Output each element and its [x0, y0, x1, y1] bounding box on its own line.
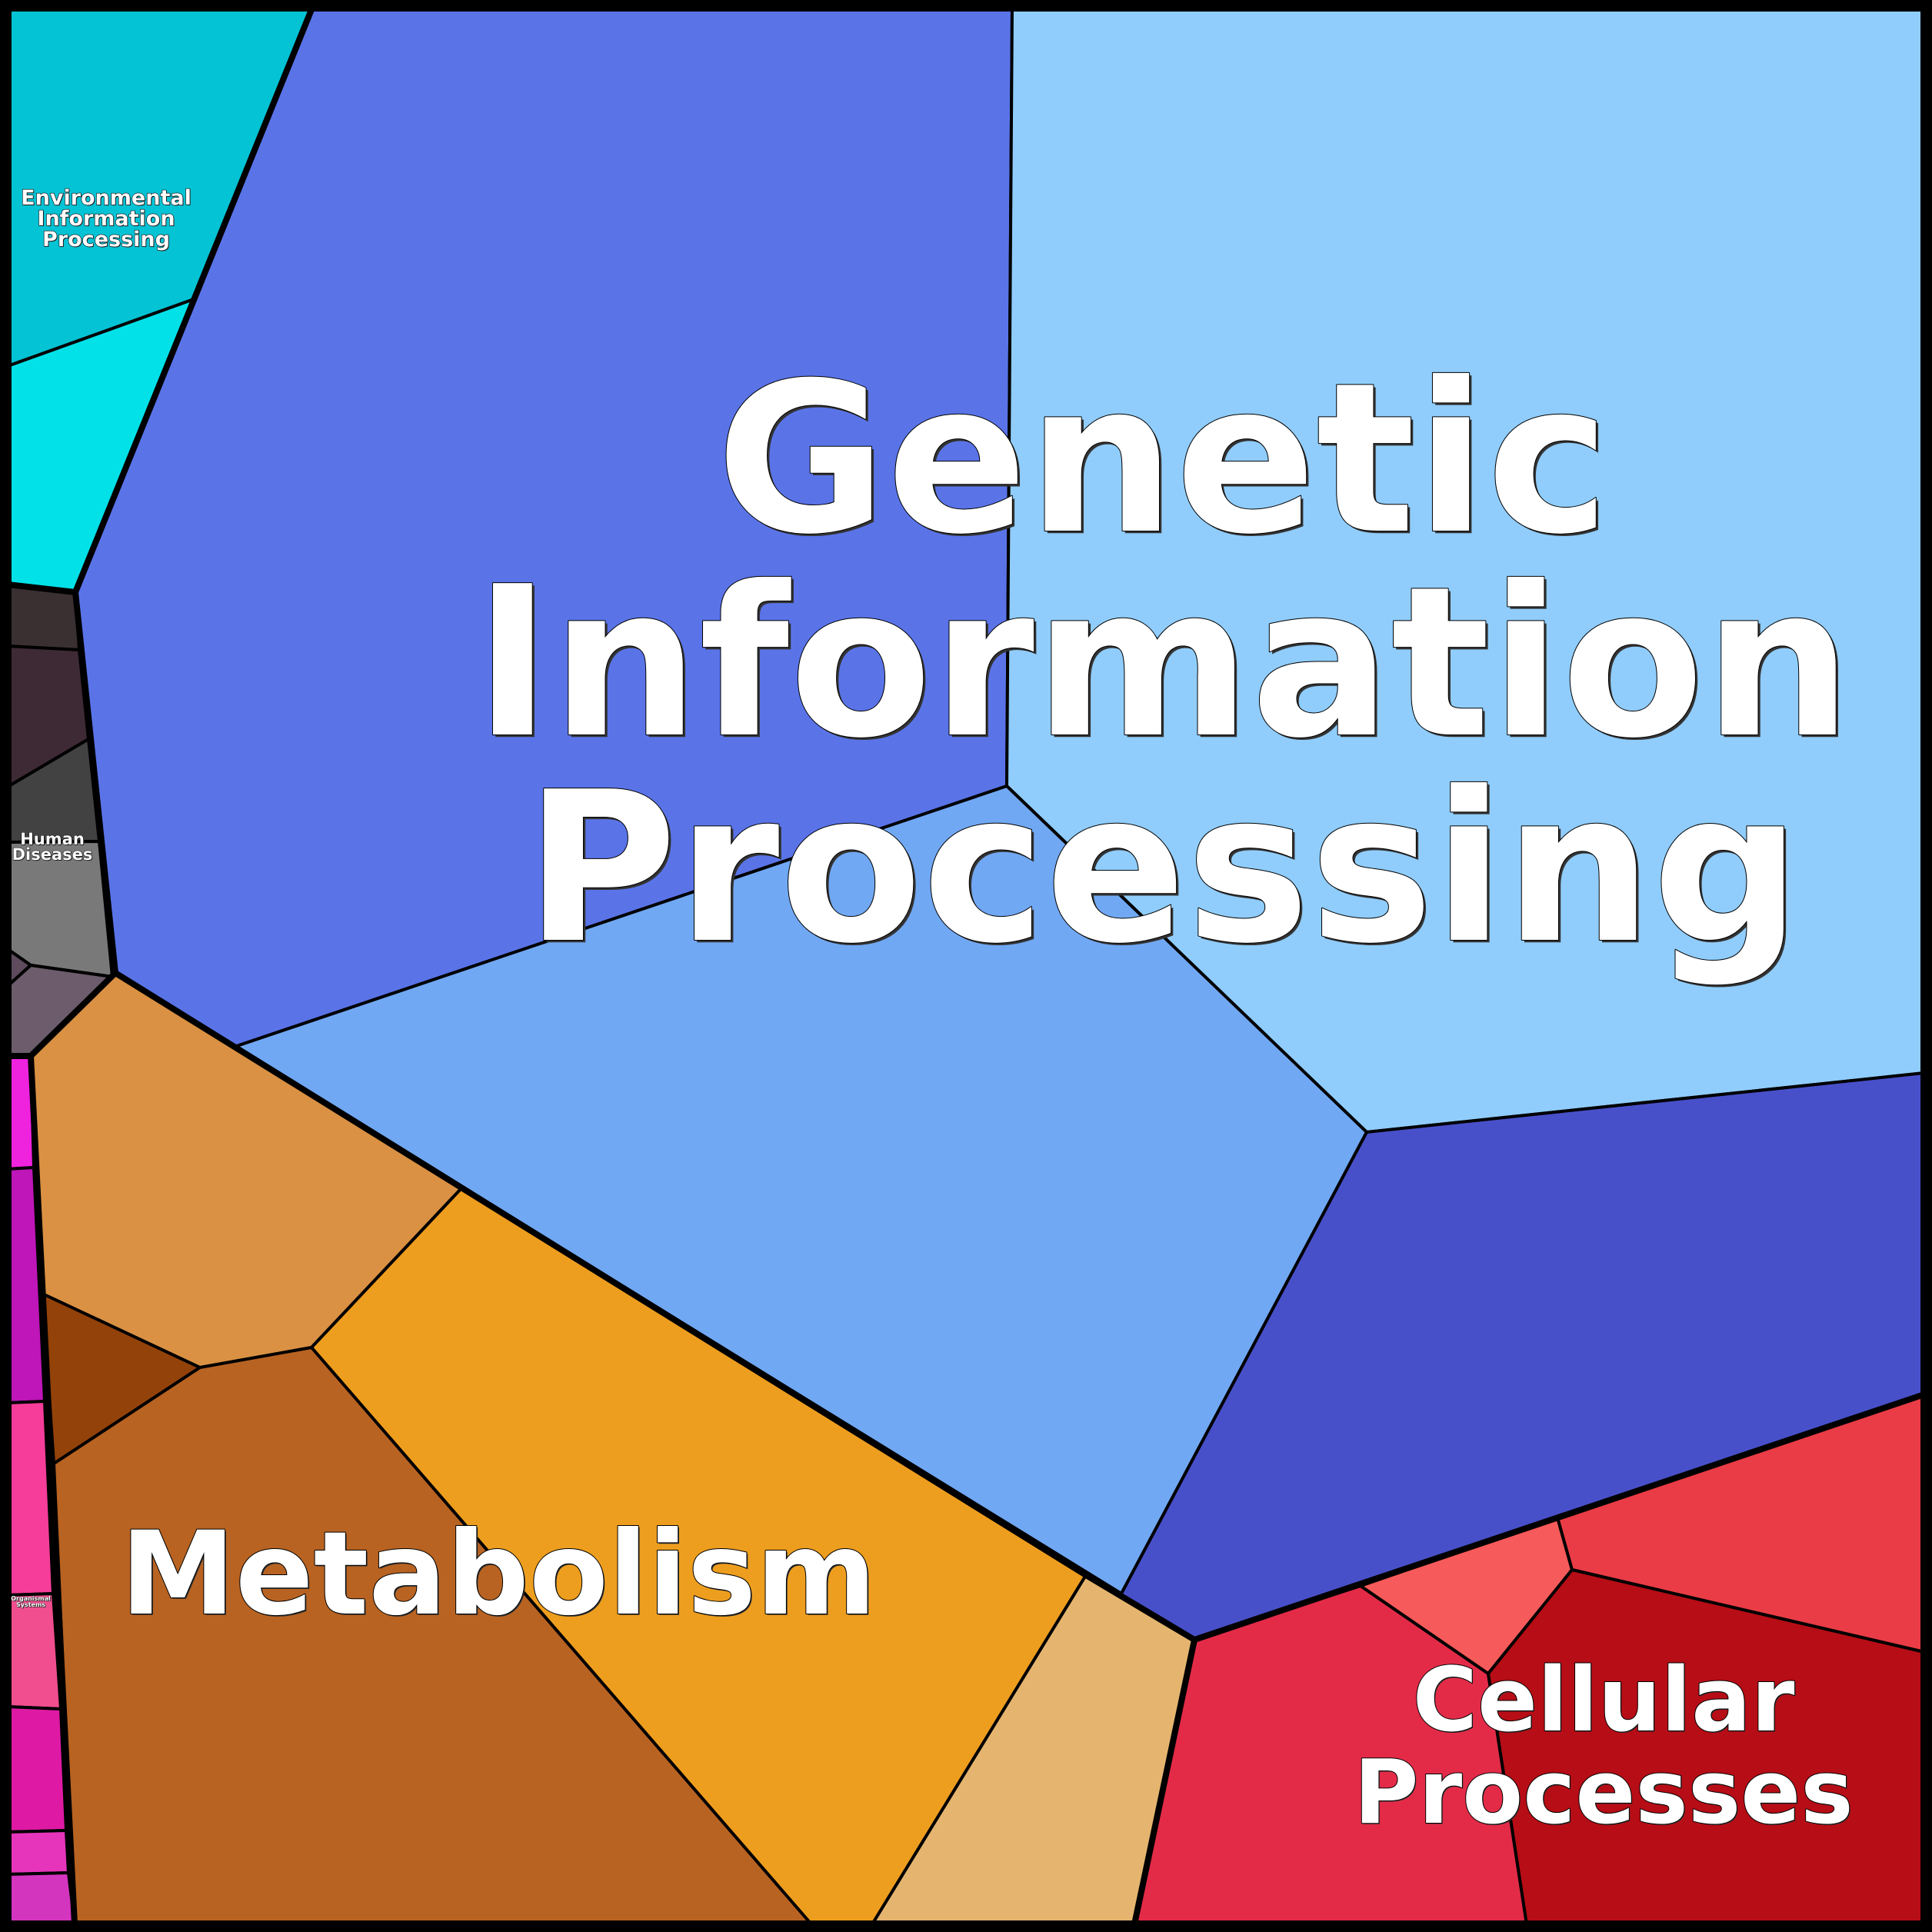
- group-organismal-systems: [6, 1054, 76, 1926]
- group-border: [1131, 1639, 1198, 1925]
- label-metabolism-line-1: Metabolism: [121, 1507, 877, 1641]
- label-shadow: Organismal: [12, 1596, 52, 1603]
- label-environmental-information-processing-line-1: Environmental: [21, 186, 192, 210]
- label-environmental-information-processing-line-2: Information: [37, 207, 175, 231]
- label-shadow: Diseases: [13, 846, 94, 864]
- group-genetic-information-processing: [74, 6, 1926, 1641]
- label-shadow: Systems: [17, 1602, 46, 1609]
- label-genetic-information-processing-line-3: Processing: [525, 747, 1800, 989]
- cell-organismal-systems-3[interactable]: [6, 1400, 55, 1597]
- label-shadow: Processing: [528, 749, 1804, 991]
- label-cellular-processes-line-1: Cellular: [1413, 1649, 1795, 1752]
- label-cellular-processes-line-2: Processes: [1354, 1741, 1854, 1844]
- group-cellular-processes: [1133, 1393, 1926, 1926]
- label-genetic-information-processing-line-2: Information: [474, 541, 1852, 784]
- label-human-diseases-line-1: Human: [20, 830, 85, 848]
- label-environmental-information-processing-line-3: Processing: [42, 228, 170, 251]
- label-shadow: Information: [476, 544, 1854, 786]
- label-organismal-systems-line-1: Organismal: [11, 1595, 51, 1602]
- label-shadow: Genetic: [718, 340, 1612, 582]
- label-shadow: Metabolism: [122, 1509, 878, 1643]
- cell-organismal-systems-4[interactable]: [6, 1592, 62, 1710]
- label-organismal-systems-line-2: Systems: [16, 1601, 45, 1608]
- label-shadow: Human: [21, 831, 85, 849]
- group-border: [113, 970, 1926, 1643]
- label-shadow: Processing: [43, 228, 171, 252]
- group-metabolism: [29, 971, 1196, 1926]
- cell-organismal-systems-7[interactable]: [6, 1871, 76, 1926]
- label-human-diseases-line-2: Diseases: [12, 845, 93, 864]
- label-shadow: Environmental: [22, 187, 192, 211]
- label-genetic-information-processing-line-1: Genetic: [716, 338, 1610, 580]
- cell-organismal-systems-5[interactable]: [6, 1705, 68, 1834]
- label-shadow: Information: [38, 208, 175, 232]
- labels-layer: GeneticGeneticInformationInformationProc…: [11, 185, 1855, 1845]
- label-shadow: Processes: [1355, 1742, 1855, 1845]
- cell-organismal-systems-6[interactable]: [6, 1829, 70, 1876]
- group-border: [28, 1055, 78, 1925]
- group-border: [72, 6, 315, 594]
- label-shadow: Cellular: [1414, 1650, 1796, 1753]
- group-borders-layer: [7, 6, 1926, 1925]
- cells-layer: [6, 6, 1926, 1926]
